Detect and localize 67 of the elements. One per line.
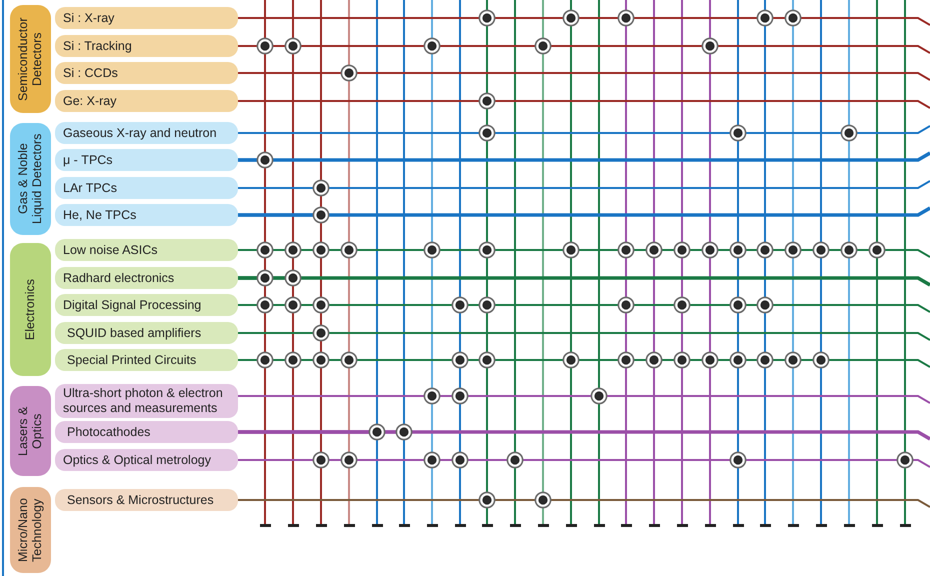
vertical-line [288, 0, 298, 527]
dot-connector [238, 242, 274, 258]
vertical-line [316, 0, 326, 527]
topic-label: Gaseous X-ray and neutron [55, 122, 238, 144]
topic-label: Si : Tracking [55, 35, 238, 57]
topic-label: μ - TPCs [55, 149, 238, 171]
dot-connector [238, 92, 496, 110]
topic-label: Si : CCDs [55, 62, 238, 84]
dot-connector [238, 206, 330, 224]
vertical-line [538, 0, 548, 527]
vertical-line [620, 0, 632, 527]
vertical-line [648, 0, 660, 527]
vertical-line [482, 0, 492, 527]
dot-connector [238, 352, 274, 368]
category-label: Semiconductor Detectors [16, 16, 44, 103]
vertical-line [454, 0, 466, 527]
category-label: Electronics [24, 278, 38, 340]
dot-connector [238, 296, 274, 314]
dot-connector [238, 452, 330, 468]
vertical-line [510, 0, 520, 527]
vertical-line [398, 0, 410, 527]
category-band [10, 487, 51, 573]
vertical-line [732, 0, 744, 527]
topic-label: He, Ne TPCs [55, 204, 238, 226]
vertical-line [704, 0, 716, 527]
topic-label: Photocathodes [55, 421, 238, 443]
vertical-line [260, 0, 270, 527]
topic-label: Ultra-short photon & electron sources and measurements [55, 384, 238, 418]
topic-label: Radhard electronics [55, 267, 238, 289]
category-label: Gas & Noble Liquid Detectors [16, 132, 44, 226]
category-label: Micro/Nano Technology [16, 497, 44, 564]
dot-connector [238, 180, 330, 196]
category-band [10, 243, 51, 376]
category-label: Lasers & Optics [16, 405, 44, 458]
vertical-line [844, 0, 854, 527]
vertical-line [760, 0, 770, 527]
dot-connector [238, 424, 386, 440]
topic-label: Si : X-ray [55, 7, 238, 29]
category-band [10, 123, 51, 235]
dot-connector [238, 324, 330, 342]
topic-label: Optics & Optical metrology [55, 449, 238, 471]
dot-connector [238, 64, 358, 82]
category-band [10, 386, 51, 476]
topic-label: Special Printed Circuits [55, 349, 238, 371]
topic-label: SQUID based amplifiers [55, 322, 238, 344]
vertical-line [900, 0, 910, 527]
dot-connector [238, 38, 274, 54]
vertical-line [344, 0, 354, 527]
vertical-line [372, 0, 382, 527]
topic-label: Ge: X-ray [55, 90, 238, 112]
vertical-line [426, 0, 438, 527]
vertical-line [566, 0, 576, 527]
dot-connector [238, 492, 496, 508]
vertical-line [594, 0, 604, 527]
topic-label: Low noise ASICs [55, 239, 238, 261]
vertical-line [788, 0, 798, 527]
dot-connector [238, 124, 496, 142]
category-band [10, 5, 51, 113]
topic-label: LAr TPCs [55, 177, 238, 199]
topic-label: Digital Signal Processing [55, 294, 238, 316]
vertical-line [816, 0, 826, 527]
dot-connector [238, 10, 496, 26]
dot-connector [238, 152, 274, 168]
topic-label: Sensors & Microstructures [55, 489, 238, 511]
vertical-line [676, 0, 688, 527]
vertical-line [872, 0, 882, 527]
dot-connector [238, 270, 274, 286]
